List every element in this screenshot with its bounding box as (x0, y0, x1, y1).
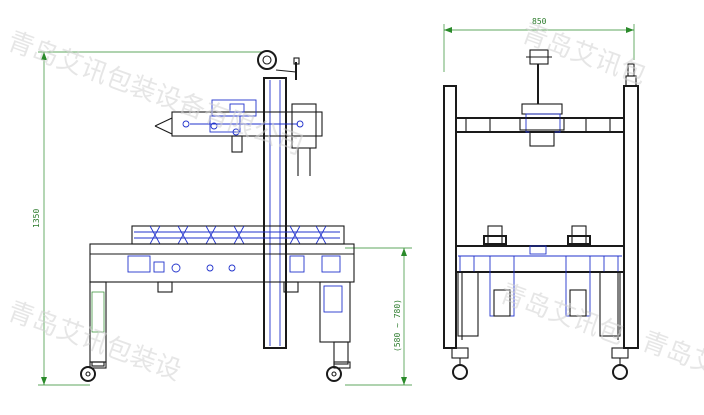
watermark-text-5: 青岛艾讯包 (638, 326, 704, 399)
width-dimension: 850 (443, 17, 635, 72)
left-upright (443, 85, 457, 349)
front-view: 850 (443, 17, 639, 380)
right-motor (565, 225, 591, 317)
side-view: 1350 (580 ~ 780) (32, 50, 412, 386)
front-caster-right (611, 347, 629, 380)
top-head (171, 111, 323, 137)
height-dimension: 1350 (32, 51, 262, 386)
height-dimension-label: 1350 (32, 209, 41, 228)
width-dimension-label: 850 (532, 17, 547, 26)
right-upright (623, 85, 639, 349)
working-height-dimension: (580 ~ 780) (345, 247, 412, 386)
front-caster-left (451, 347, 469, 380)
left-motor (483, 225, 515, 317)
tape-reel (257, 50, 277, 70)
front-table (455, 245, 625, 273)
watermark-text-1: 青岛艾讯包装设备有限公司 (4, 26, 307, 161)
caster-wheel-left (80, 361, 107, 382)
watermark: 青岛艾讯包装设备有限公司 青岛艾讯包 青岛艾讯包装设 青岛艾讯包 青岛艾讯包 (4, 18, 704, 399)
watermark-text-4: 青岛艾讯包 (496, 278, 628, 351)
working-height-label: (580 ~ 780) (393, 299, 402, 352)
conveyor-bed (131, 225, 345, 245)
caster-wheel-right (326, 361, 351, 382)
side-column (263, 77, 287, 349)
side-frame (89, 243, 355, 283)
